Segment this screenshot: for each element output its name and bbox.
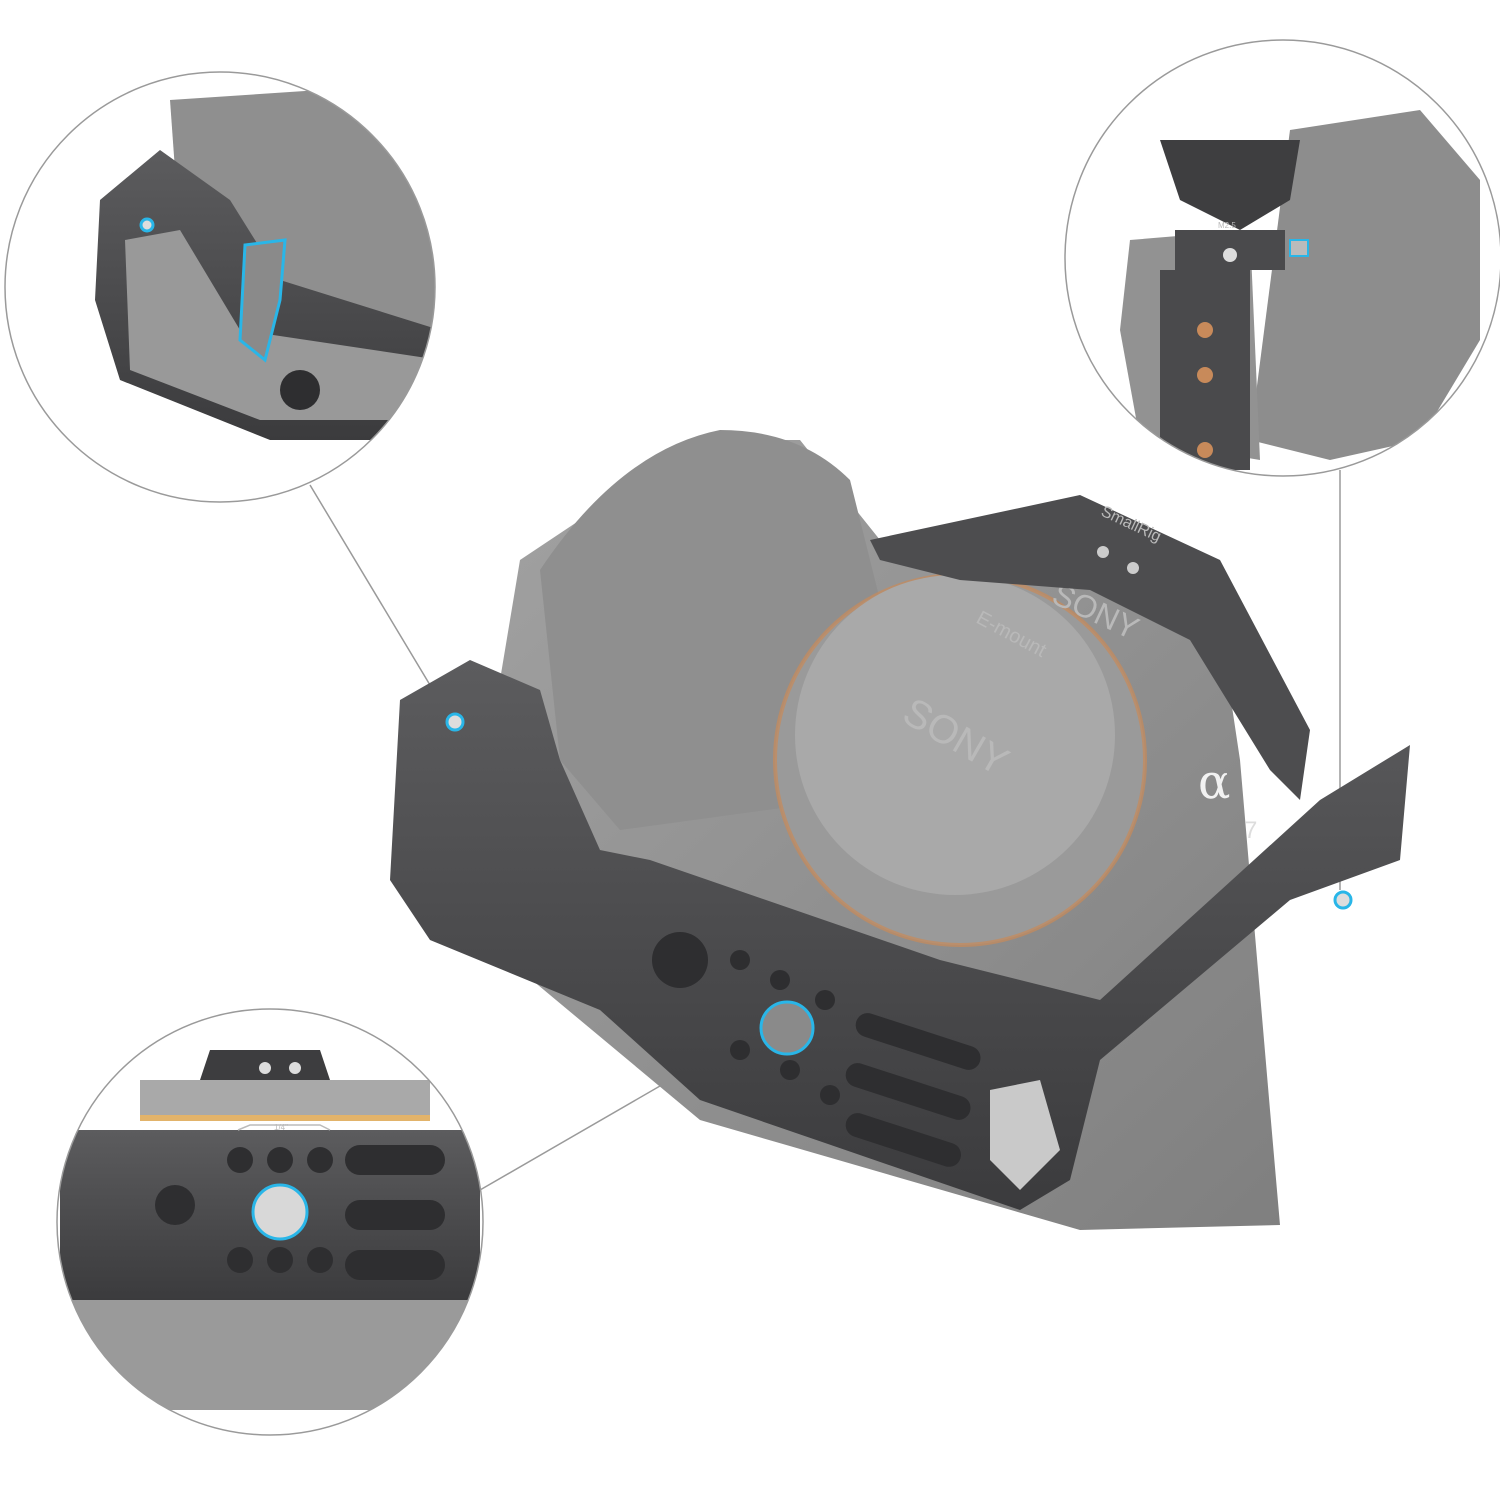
m25-label: M2.5 (1218, 221, 1236, 230)
screw (1097, 546, 1109, 558)
detail-circle-side: M2.5 (1064, 39, 1500, 477)
latch (990, 1080, 1060, 1190)
body-cap (795, 575, 1115, 895)
detail-circle-grip (4, 71, 436, 503)
mounting-hole (652, 932, 708, 988)
screw (1127, 562, 1139, 574)
highlighted-screw (445, 712, 465, 732)
thread-label: 1/4" (274, 1123, 288, 1132)
main-camera-cage: SONY E-mount SONY α 7 SmallRig (390, 430, 1410, 1230)
callout-line-grip (309, 484, 449, 716)
detail-circle-bottom: 1/4" (56, 1008, 484, 1436)
quick-release-screw (759, 1000, 815, 1056)
alpha-logo: α (1198, 754, 1230, 810)
highlighted-screw (1333, 890, 1353, 910)
cage-top-arm (870, 495, 1310, 800)
model-number: 7 (1244, 817, 1257, 844)
